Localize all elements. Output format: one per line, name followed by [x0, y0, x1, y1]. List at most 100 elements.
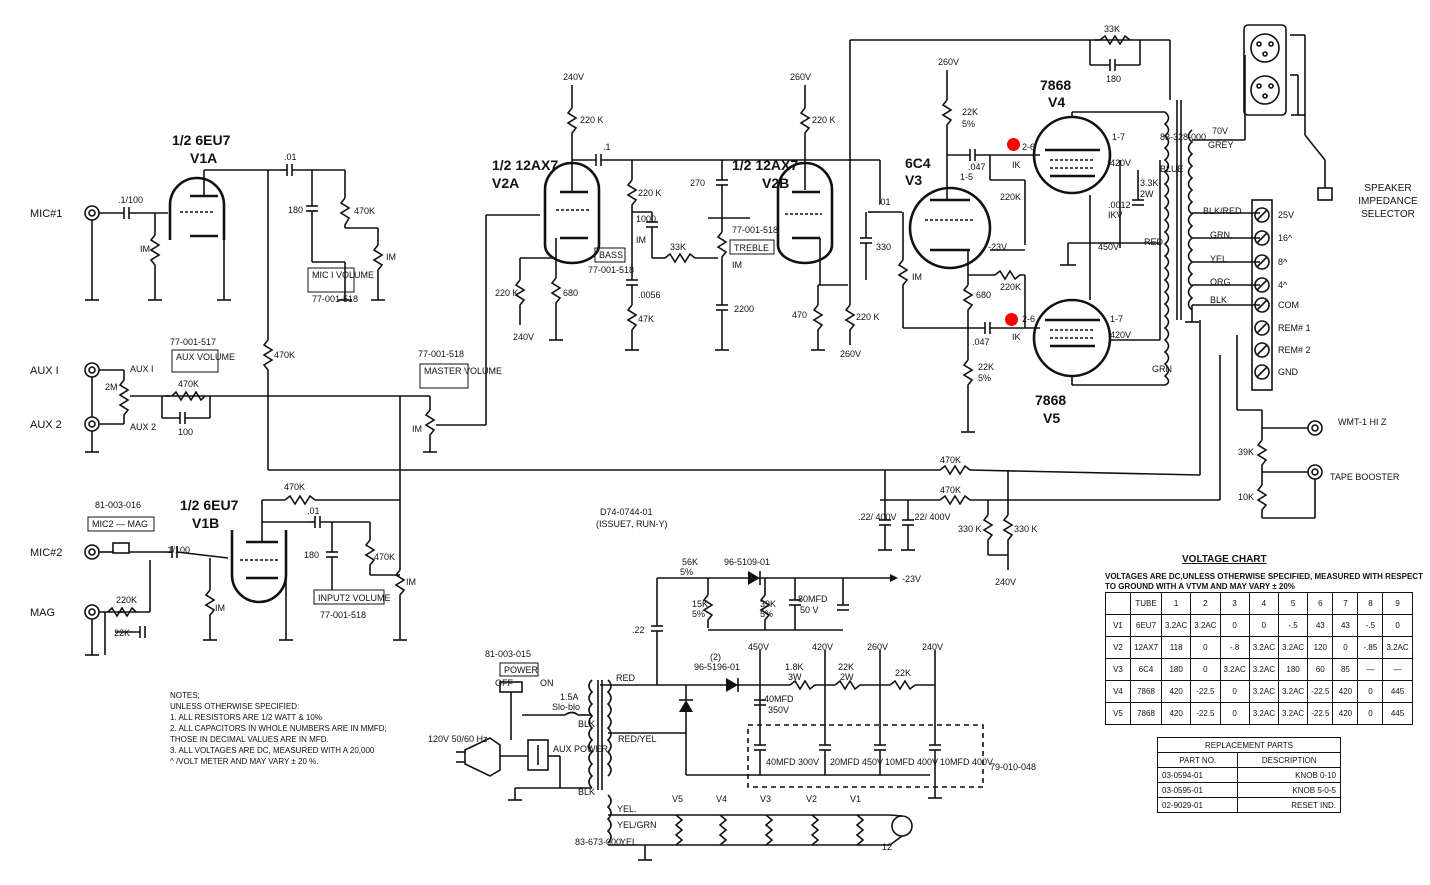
v3-type: 6C4 — [905, 155, 931, 171]
master-volume-part: 77-001-518 — [418, 349, 464, 359]
svg-text:470K: 470K — [354, 206, 375, 216]
svg-text:420V: 420V — [812, 642, 833, 652]
svg-text:V1: V1 — [850, 794, 861, 804]
table-row: 03-0595-01 KNOB 5-0-5 — [1156, 782, 1341, 798]
replacement-parts-title: REPLACEMENT PARTS — [1157, 737, 1341, 753]
input2-volume-part: 77-001-518 — [320, 610, 366, 620]
svg-text:350V: 350V — [768, 705, 789, 715]
svg-text:240V: 240V — [995, 577, 1016, 587]
svg-text:330 K: 330 K — [958, 524, 982, 534]
svg-text:70V: 70V — [1212, 126, 1228, 136]
tape-booster-network — [1199, 320, 1323, 519]
svg-text:470K: 470K — [374, 552, 395, 562]
speaker-selector-label: SPEAKER IMPEDANCE SELECTOR — [1358, 183, 1418, 220]
master-volume-label: MASTER VOLUME — [424, 366, 502, 376]
svg-text:22K: 22K — [962, 107, 978, 117]
svg-text:-23V: -23V — [902, 574, 921, 584]
svg-text:2W: 2W — [1140, 189, 1154, 199]
svg-text:220 K: 220 K — [580, 115, 604, 125]
svg-text:IM: IM — [912, 272, 922, 282]
svg-text:.22: .22 — [632, 625, 645, 635]
terminal-0: 25V — [1278, 210, 1294, 220]
aux2-jack-label: AUX 2 — [130, 422, 156, 432]
v4-ref: V4 — [1048, 94, 1065, 110]
svg-text:120V 50/60 Hz: 120V 50/60 Hz — [428, 734, 488, 744]
svg-text:IM: IM — [412, 424, 422, 434]
svg-text:3W: 3W — [788, 672, 802, 682]
labels: MIC#1 AUX I AUX 2 MIC#2 MAG AUX I AUX 2 … — [30, 24, 1400, 852]
svg-text:BLK: BLK — [578, 719, 595, 729]
notes-line: UNLESS OTHERWISE SPECIFIED: — [170, 702, 300, 711]
v2a-type: 1/2 12AX7 — [492, 157, 558, 173]
svg-text:80MFD: 80MFD — [798, 594, 828, 604]
mic1-volume-part: 77-001-518 — [312, 294, 358, 304]
svg-text:470K: 470K — [940, 455, 961, 465]
svg-text:470K: 470K — [178, 379, 199, 389]
svg-text:260V: 260V — [790, 72, 811, 82]
svg-text:IM: IM — [636, 235, 646, 245]
svg-text:220K: 220K — [1000, 282, 1021, 292]
svg-text:470K: 470K — [940, 485, 961, 495]
svg-text:BLK/RED: BLK/RED — [1203, 206, 1242, 216]
blue-wire-label: BLUE — [1160, 164, 1184, 174]
aux-volume-part: 77-001-517 — [170, 337, 216, 347]
svg-text:.22/ 400V: .22/ 400V — [858, 512, 897, 522]
mic2-label: MIC#2 — [30, 547, 62, 559]
svg-text:3.3K: 3.3K — [1140, 178, 1159, 188]
svg-text:240V: 240V — [513, 332, 534, 342]
svg-text:(2): (2) — [710, 652, 721, 662]
svg-text:330: 330 — [876, 242, 891, 252]
aux1-jack-label: AUX I — [130, 364, 154, 374]
svg-text:2-6: 2-6 — [1022, 314, 1035, 324]
svg-text:39K: 39K — [760, 599, 776, 609]
svg-text:IM: IM — [215, 603, 225, 613]
svg-text:22K: 22K — [895, 668, 911, 678]
svg-text:Slo-blo: Slo-blo — [552, 702, 580, 712]
terminal-6: REM# 2 — [1278, 345, 1311, 355]
tape-booster-label: TAPE BOOSTER — [1330, 472, 1400, 482]
treble-label: TREBLE — [734, 243, 769, 253]
v3-phase-inverter — [897, 70, 1040, 433]
voltage-chart-header: TUBE 1 2 3 4 5 6 7 8 9 — [1105, 592, 1413, 615]
power-off-label: OFF — [495, 678, 513, 688]
notes-title: NOTES; — [170, 691, 200, 700]
svg-text:IM: IM — [406, 577, 416, 587]
svg-text:IK: IK — [1012, 332, 1021, 342]
grn-wire-label: GRN — [1152, 364, 1172, 374]
power-transformer-part: 83-673-000 — [575, 837, 621, 847]
terminal-4: COM — [1278, 300, 1299, 310]
mic1-label: MIC#1 — [30, 208, 62, 220]
svg-text:56K: 56K — [682, 557, 698, 567]
v5-ref: V5 — [1043, 410, 1060, 426]
notes-line: 2. ALL CAPACITORS IN WHOLE NUMBERS ARE I… — [170, 724, 387, 733]
svg-text:47K: 47K — [638, 314, 654, 324]
mag-label: MAG — [30, 607, 55, 619]
input2-volume-label: INPUT2 VOLUME — [318, 593, 391, 603]
notes-line: 3. ALL VOLTAGES ARE DC, MEASURED WITH A … — [170, 746, 375, 755]
v2b-type: 1/2 12AX7 — [732, 157, 798, 173]
svg-text:40MFD 300V: 40MFD 300V — [766, 757, 819, 767]
feedback-network — [1089, 34, 1141, 71]
svg-text:96-5109-01: 96-5109-01 — [724, 557, 770, 567]
svg-text:5%: 5% — [680, 567, 693, 577]
svg-text:1-7: 1-7 — [1110, 314, 1123, 324]
mic2-mag-part: 81-003-016 — [95, 500, 141, 510]
svg-text:470K: 470K — [284, 482, 305, 492]
svg-text:180: 180 — [1106, 74, 1121, 84]
replacement-parts-table: REPLACEMENT PARTS PART NO. DESCRIPTION 0… — [1156, 737, 1341, 813]
svg-text:.0012: .0012 — [1108, 200, 1131, 210]
terminal-2: 8^ — [1278, 257, 1288, 267]
svg-text:1.8K: 1.8K — [785, 662, 804, 672]
drawing-issue: (ISSUE7, RUN-Y) — [596, 519, 668, 529]
aux1-label: AUX I — [30, 365, 59, 377]
mic1-volume-label: MIC I VOLUME — [312, 270, 374, 280]
svg-text:IK: IK — [1012, 160, 1021, 170]
mic1-input-stage — [84, 205, 168, 301]
svg-text:BLK: BLK — [578, 787, 595, 797]
svg-text:IM: IM — [732, 260, 742, 270]
